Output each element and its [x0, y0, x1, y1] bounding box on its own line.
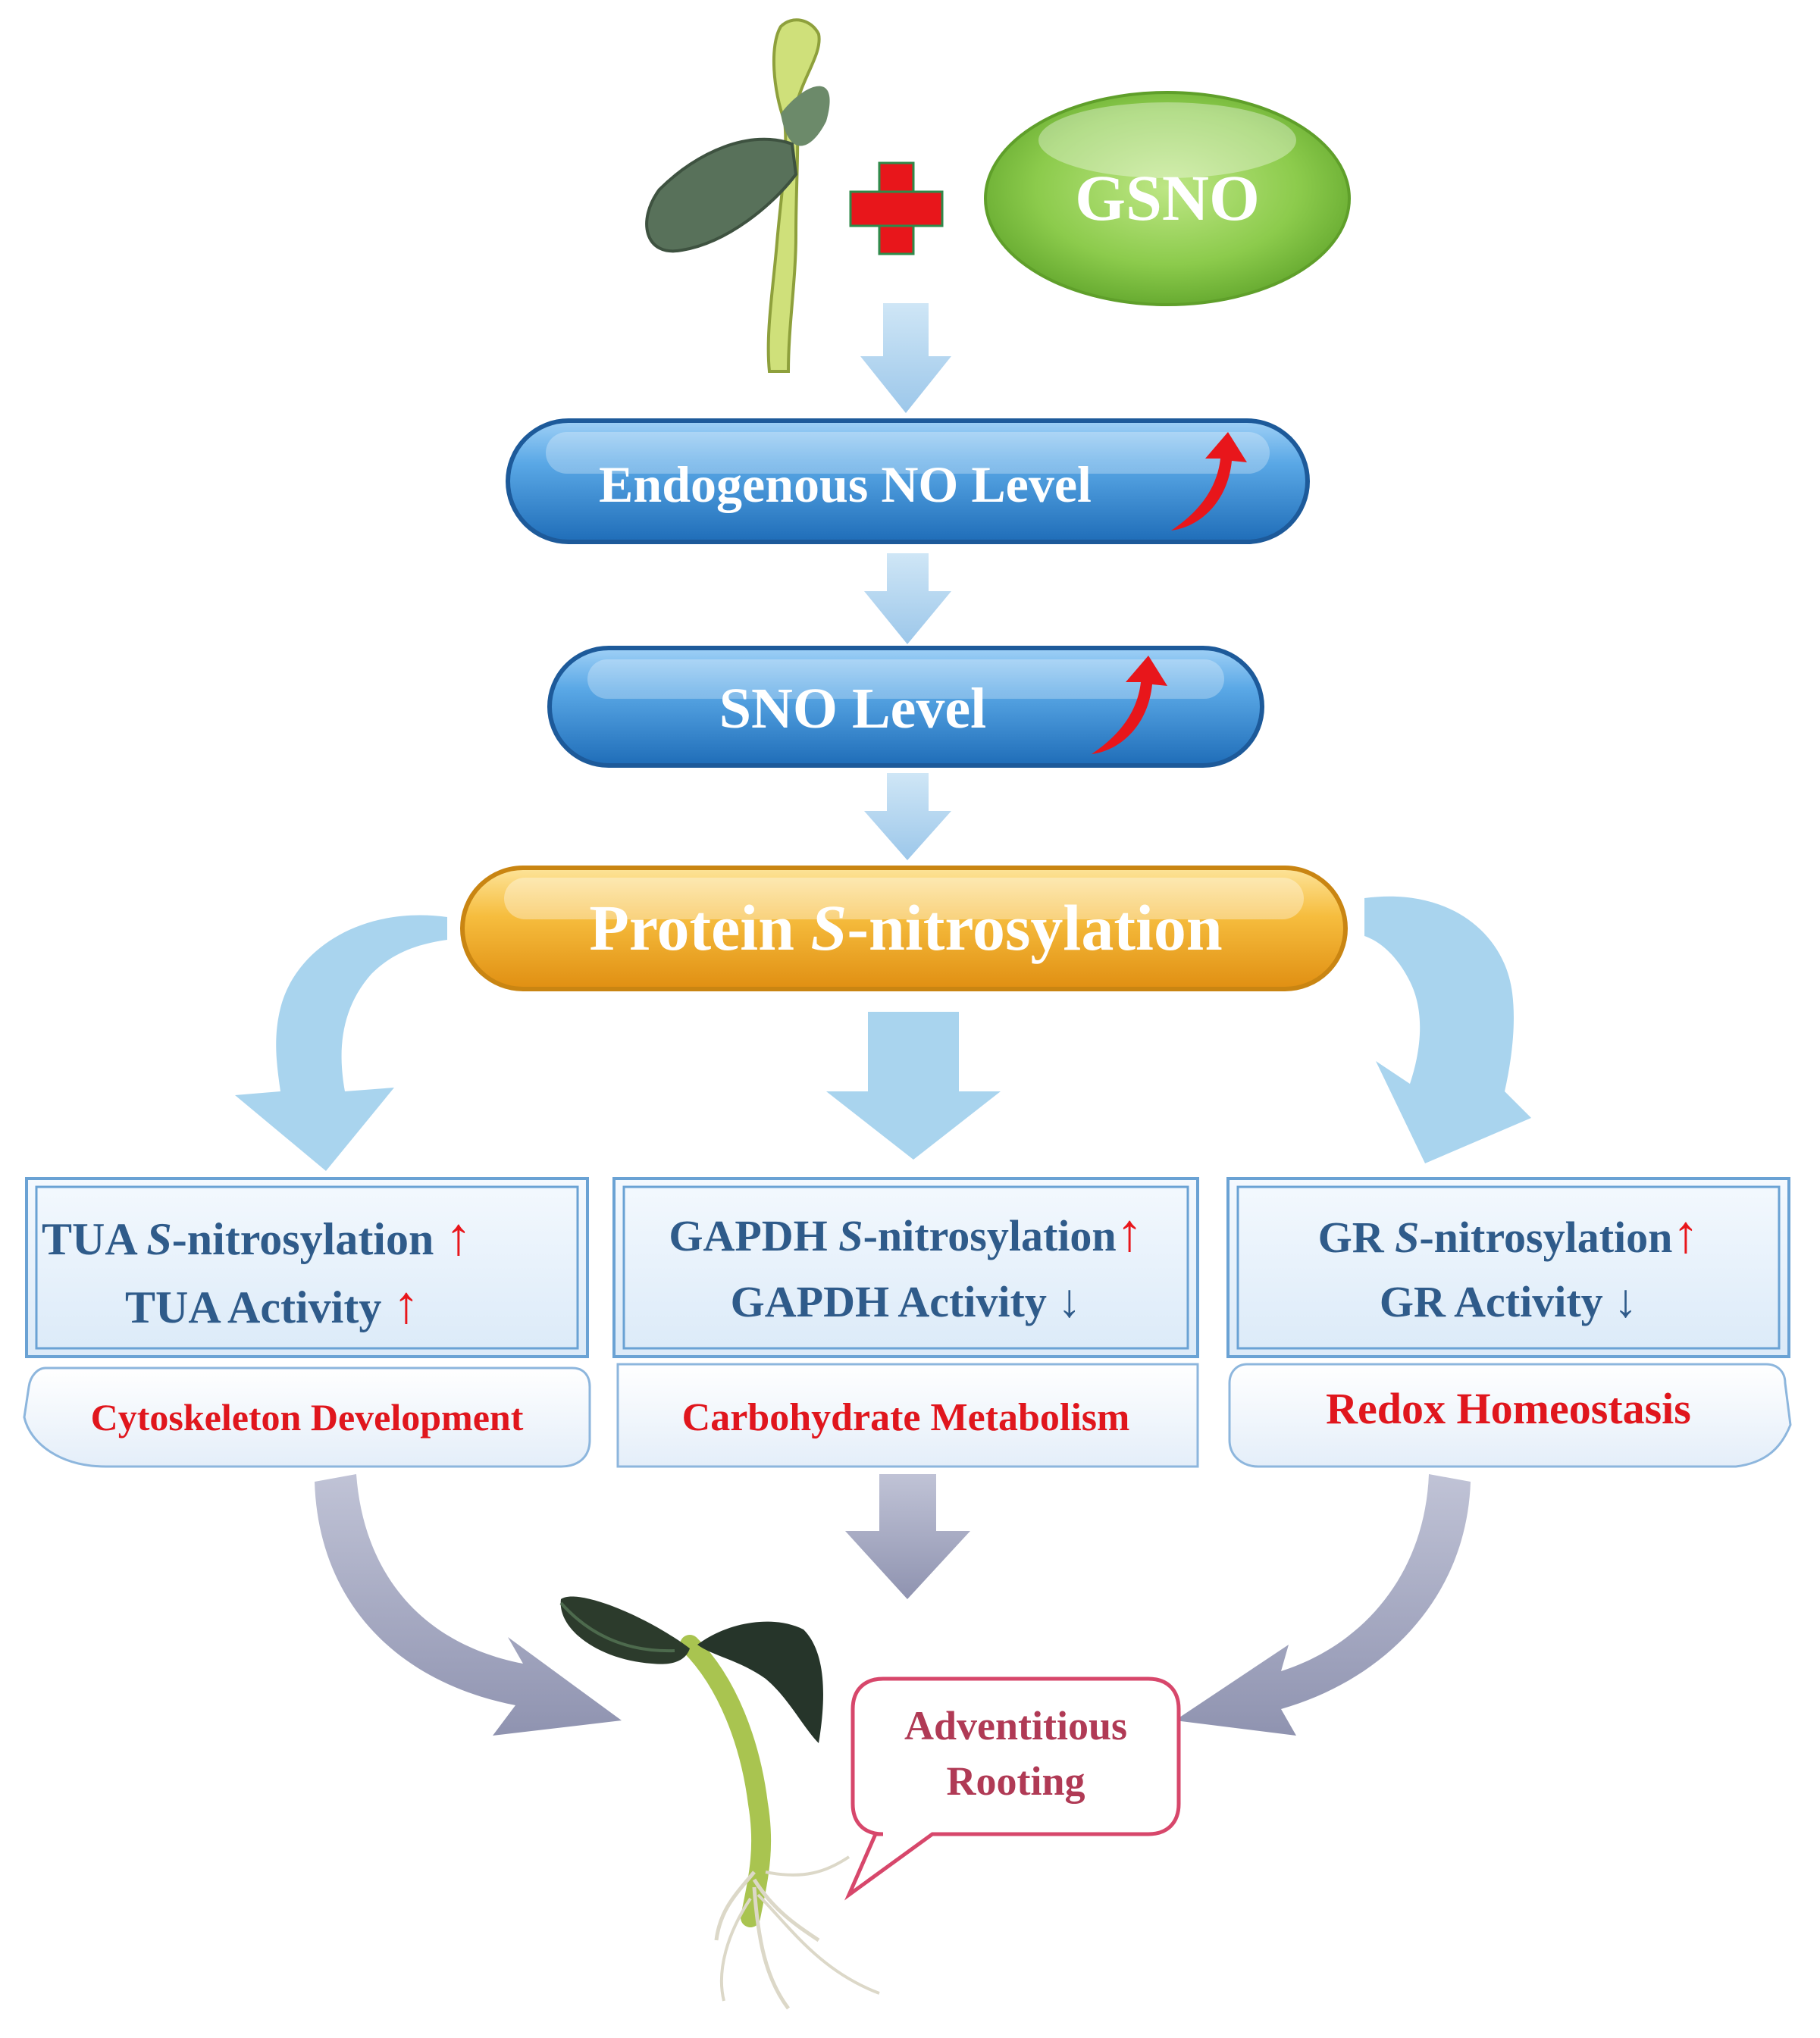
seedling-icon — [645, 18, 830, 373]
plus-icon — [849, 161, 944, 255]
straight-arrow-center — [826, 1012, 1001, 1160]
gapdh-activity-text: GAPDH Activity ↓ — [731, 1276, 1082, 1327]
cytoskeleton-process-box: Cytoskeleton Development — [23, 1366, 591, 1468]
gray-curved-arrow-left — [315, 1474, 622, 1736]
gray-curved-arrow-right — [1175, 1474, 1471, 1736]
sno-level-label: SNO Level — [719, 677, 987, 740]
down-arrow-2 — [864, 553, 951, 644]
endogenous-no-label: Endogenous NO Level — [599, 455, 1092, 513]
down-arrow-1 — [860, 303, 951, 413]
gr-activity-text: GR Activity ↓ — [1380, 1276, 1637, 1327]
adventitious-rooting-callout: Adventitious Rooting — [844, 1676, 1181, 1901]
carbohydrate-process-box: Carbohydrate Metabolism — [616, 1363, 1199, 1468]
callout-line-2: Rooting — [946, 1758, 1085, 1804]
sno-level-pill: SNO Level — [547, 646, 1264, 768]
cytoskeleton-development-label: Cytoskeleton Development — [91, 1396, 524, 1438]
gsno-label: GSNO — [1075, 161, 1260, 234]
redox-process-box: Redox Homeostasis — [1228, 1363, 1792, 1468]
protein-s-nitrosylation-pill: Protein S-nitrosylation — [460, 866, 1348, 991]
tua-box: TUA S-nitrosylation ↑ TUA Activity ↑ — [25, 1177, 589, 1358]
callout-line-1: Adventitious — [904, 1703, 1127, 1748]
redox-homeostasis-label: Redox Homeostasis — [1326, 1384, 1691, 1433]
endogenous-no-pill: Endogenous NO Level — [506, 418, 1310, 544]
up-arrow-icon — [1171, 432, 1247, 531]
rooted-seedling-icon — [559, 1596, 880, 2010]
gapdh-nitrosylation-text: GAPDH S-nitrosylation↑ — [669, 1204, 1142, 1263]
tua-nitrosylation-text: TUA S-nitrosylation ↑ — [42, 1208, 471, 1266]
tua-activity-text: TUA Activity ↑ — [125, 1276, 419, 1335]
up-arrow-icon — [1092, 656, 1167, 754]
protein-s-nitrosylation-label: Protein S-nitrosylation — [589, 891, 1222, 964]
down-arrow-3 — [864, 773, 951, 860]
gr-box: GR S-nitrosylation↑ GR Activity ↓ — [1226, 1177, 1790, 1358]
gray-arrow-center — [845, 1474, 970, 1599]
curved-arrow-left — [235, 915, 447, 1171]
gr-nitrosylation-text: GR S-nitrosylation↑ — [1318, 1206, 1699, 1264]
carbohydrate-metabolism-label: Carbohydrate Metabolism — [682, 1396, 1130, 1439]
gsno-oval: GSNO — [984, 91, 1351, 306]
curved-arrow-right — [1364, 896, 1531, 1163]
gapdh-box: GAPDH S-nitrosylation↑ GAPDH Activity ↓ — [612, 1177, 1199, 1358]
